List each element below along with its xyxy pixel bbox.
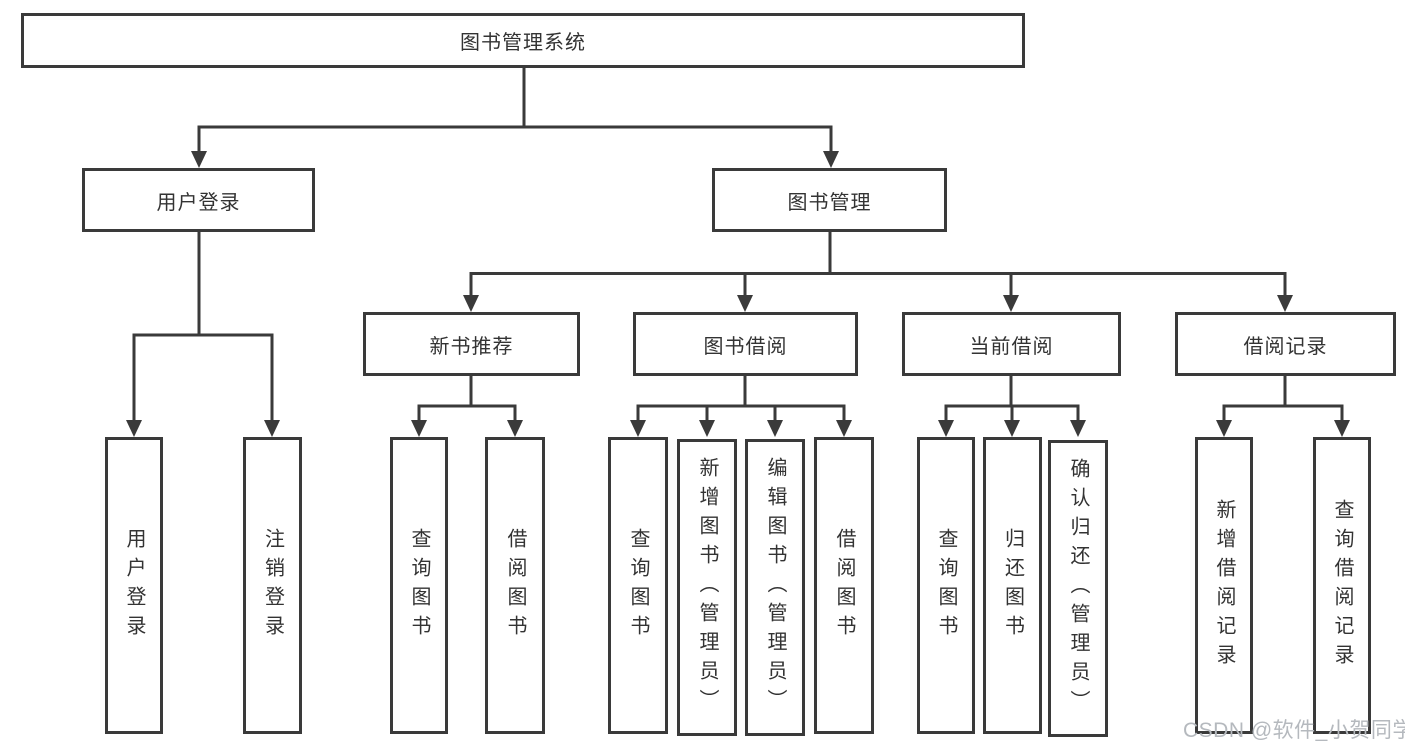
arrow-down-icon bbox=[1334, 420, 1350, 437]
arrow-down-icon bbox=[1070, 420, 1086, 437]
leaf-return-books: 归还图书 bbox=[983, 437, 1042, 734]
node-borrow-records: 借阅记录 bbox=[1175, 312, 1396, 376]
arrow-down-icon bbox=[191, 151, 207, 168]
node-label: 图书借阅 bbox=[703, 335, 788, 358]
node-label: 注销登录 bbox=[261, 527, 284, 644]
node-label: 查询图书 bbox=[408, 527, 430, 644]
leaf-logout: 注销登录 bbox=[243, 437, 302, 734]
arrow-down-icon bbox=[1003, 295, 1019, 312]
leaf-query-books-1: 查询图书 bbox=[390, 437, 448, 734]
node-book-borrow: 图书借阅 bbox=[633, 312, 858, 376]
arrow-down-icon bbox=[767, 420, 783, 437]
arrow-down-icon bbox=[836, 420, 852, 437]
leaf-borrow-books-1: 借阅图书 bbox=[485, 437, 545, 734]
arrow-down-icon bbox=[737, 295, 753, 312]
node-label: 图书管理系统 bbox=[460, 32, 586, 54]
node-user-login: 用户登录 bbox=[82, 168, 315, 232]
arrow-down-icon bbox=[630, 420, 646, 437]
node-label: 新增图书（管理员） bbox=[696, 457, 718, 718]
node-label: 当前借阅 bbox=[969, 335, 1054, 358]
arrow-down-icon bbox=[463, 295, 479, 312]
node-label: 查询图书 bbox=[935, 527, 957, 644]
node-label: 归还图书 bbox=[1001, 527, 1024, 644]
leaf-query-books-3: 查询图书 bbox=[917, 437, 975, 734]
node-label: 借阅图书 bbox=[504, 527, 526, 644]
node-new-book-recommend: 新书推荐 bbox=[363, 312, 580, 376]
node-label: 查询借阅记录 bbox=[1331, 498, 1353, 673]
arrow-down-icon bbox=[126, 420, 142, 437]
node-label: 新增借阅记录 bbox=[1213, 498, 1235, 673]
arrow-down-icon bbox=[938, 420, 954, 437]
node-label: 确认归还（管理员） bbox=[1067, 458, 1089, 719]
leaf-add-books-admin: 新增图书（管理员） bbox=[677, 439, 737, 736]
node-label: 查询图书 bbox=[627, 527, 649, 644]
arrow-down-icon bbox=[823, 151, 839, 168]
node-label: 用户登录 bbox=[123, 527, 145, 644]
arrow-down-icon bbox=[699, 420, 715, 437]
node-label: 图书管理 bbox=[787, 191, 872, 214]
csdn-watermark: CSDN @软件_小贺同学 bbox=[1183, 719, 1405, 742]
leaf-query-books-2: 查询图书 bbox=[608, 437, 668, 734]
arrow-down-icon bbox=[1004, 420, 1020, 437]
arrow-down-icon bbox=[1216, 420, 1232, 437]
arrow-down-icon bbox=[411, 420, 427, 437]
leaf-add-borrow-record: 新增借阅记录 bbox=[1195, 437, 1253, 734]
leaf-edit-books-admin: 编辑图书（管理员） bbox=[745, 439, 805, 736]
node-current-borrow: 当前借阅 bbox=[902, 312, 1121, 376]
node-label: 借阅记录 bbox=[1243, 335, 1328, 358]
node-library-system: 图书管理系统 bbox=[21, 13, 1025, 68]
node-label: 编辑图书（管理员） bbox=[764, 457, 786, 718]
leaf-confirm-return-admin: 确认归还（管理员） bbox=[1048, 440, 1108, 737]
node-book-management: 图书管理 bbox=[712, 168, 947, 232]
node-label: 借阅图书 bbox=[833, 527, 855, 644]
arrow-down-icon bbox=[507, 420, 523, 437]
node-label: 新书推荐 bbox=[429, 335, 514, 358]
arrow-down-icon bbox=[264, 420, 280, 437]
arrowheads bbox=[126, 151, 1350, 437]
connector-lines bbox=[132, 68, 1344, 420]
leaf-query-borrow-record: 查询借阅记录 bbox=[1313, 437, 1371, 734]
arrow-down-icon bbox=[1277, 295, 1293, 312]
leaf-borrow-books-2: 借阅图书 bbox=[814, 437, 874, 734]
node-label: 用户登录 bbox=[156, 191, 241, 214]
leaf-user-login: 用户登录 bbox=[105, 437, 163, 734]
